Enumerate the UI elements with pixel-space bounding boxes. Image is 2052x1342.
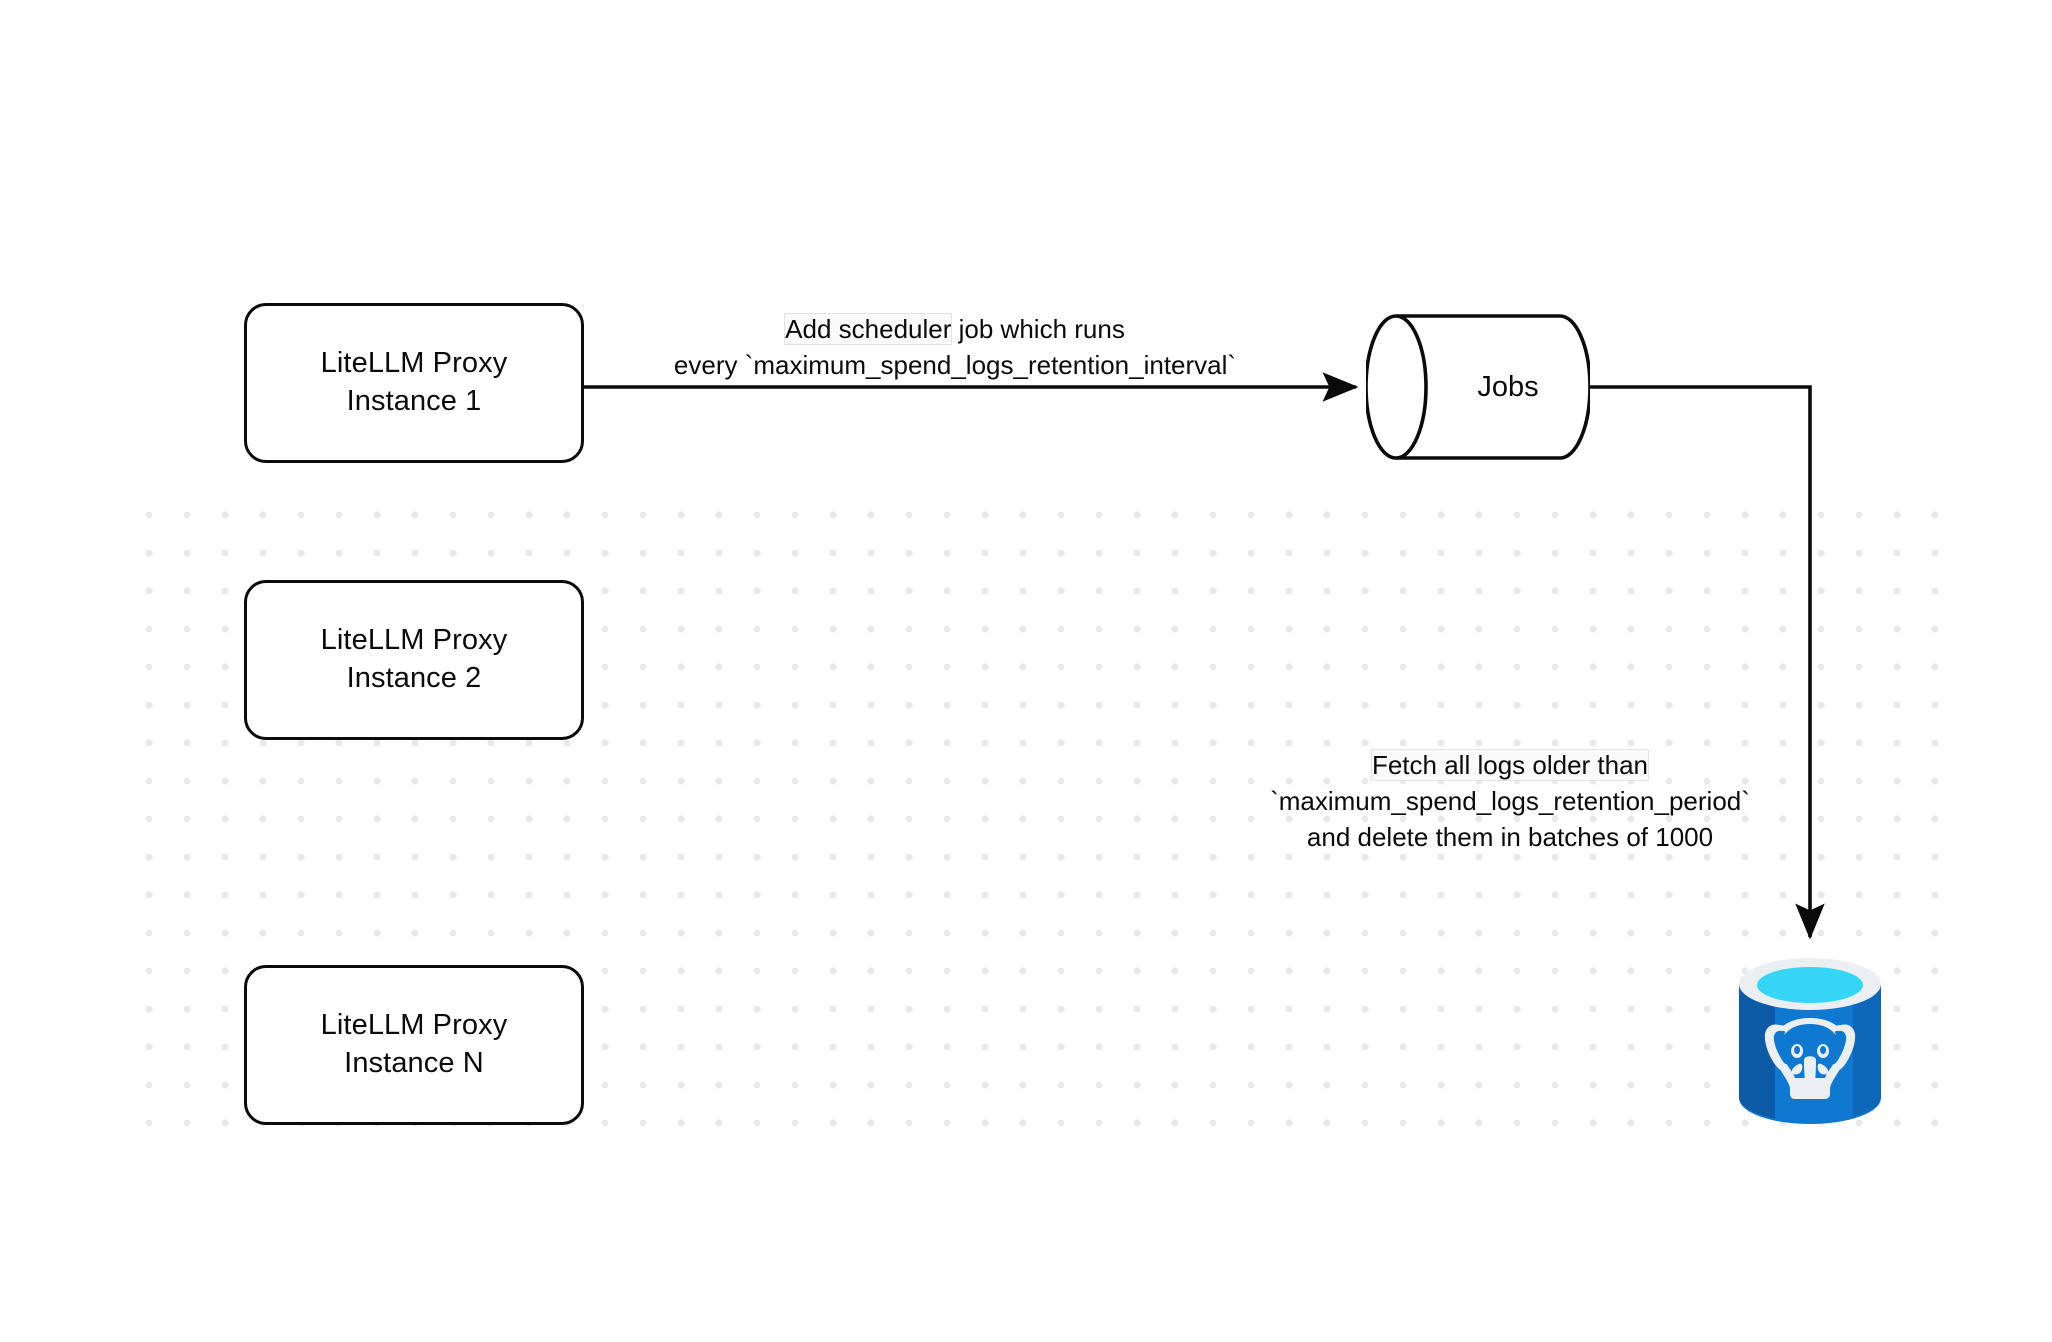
edge-label-scheduler: Add scheduler job which runs every `maxi… <box>605 312 1305 384</box>
postgres-elephant-shading <box>1773 1024 1847 1078</box>
edge-label-fetch-line-2: `maximum_spend_logs_retention_period` <box>1270 785 1750 816</box>
node-litellm-proxy-instance-1[interactable]: LiteLLM Proxy Instance 1 <box>244 303 584 463</box>
node-postgres-database[interactable] <box>1735 952 1885 1130</box>
proxy-3-line-1: LiteLLM Proxy <box>320 1009 508 1042</box>
edge-label-fetch-line-1: Fetch all logs older than <box>1371 750 1649 780</box>
node-litellm-proxy-instance-n[interactable]: LiteLLM Proxy Instance N <box>244 965 584 1125</box>
edge-label-fetch: Fetch all logs older than `maximum_spend… <box>1230 748 1790 856</box>
proxy-1-line-2: Instance 1 <box>346 385 482 417</box>
jobs-cylinder-shape <box>1366 314 1590 460</box>
edge-label-scheduler-line-1-rest: job which runs <box>951 314 1125 344</box>
edge-label-scheduler-line-1: Add scheduler job which runs <box>605 312 1305 348</box>
node-litellm-proxy-instance-2[interactable]: LiteLLM Proxy Instance 2 <box>244 580 584 740</box>
proxy-3-line-2: Instance N <box>344 1047 484 1079</box>
jobs-label: Jobs <box>1477 370 1539 403</box>
node-jobs-queue[interactable]: Jobs <box>1366 306 1590 468</box>
edge-label-scheduler-line-1-highlight: Add scheduler <box>785 314 952 344</box>
edge-label-fetch-line-3: and delete them in batches of 1000 <box>1306 821 1714 852</box>
proxy-1-line-1: LiteLLM Proxy <box>320 347 508 380</box>
edge-label-scheduler-line-2: every `maximum_spend_logs_retention_inte… <box>673 349 1237 380</box>
postgresql-database-icon <box>1739 958 1881 1124</box>
proxy-2-line-1: LiteLLM Proxy <box>320 624 508 657</box>
edge-label-fetch-line-1-wrap: Fetch all logs older than <box>1230 748 1790 784</box>
proxy-2-line-2: Instance 2 <box>346 662 482 694</box>
